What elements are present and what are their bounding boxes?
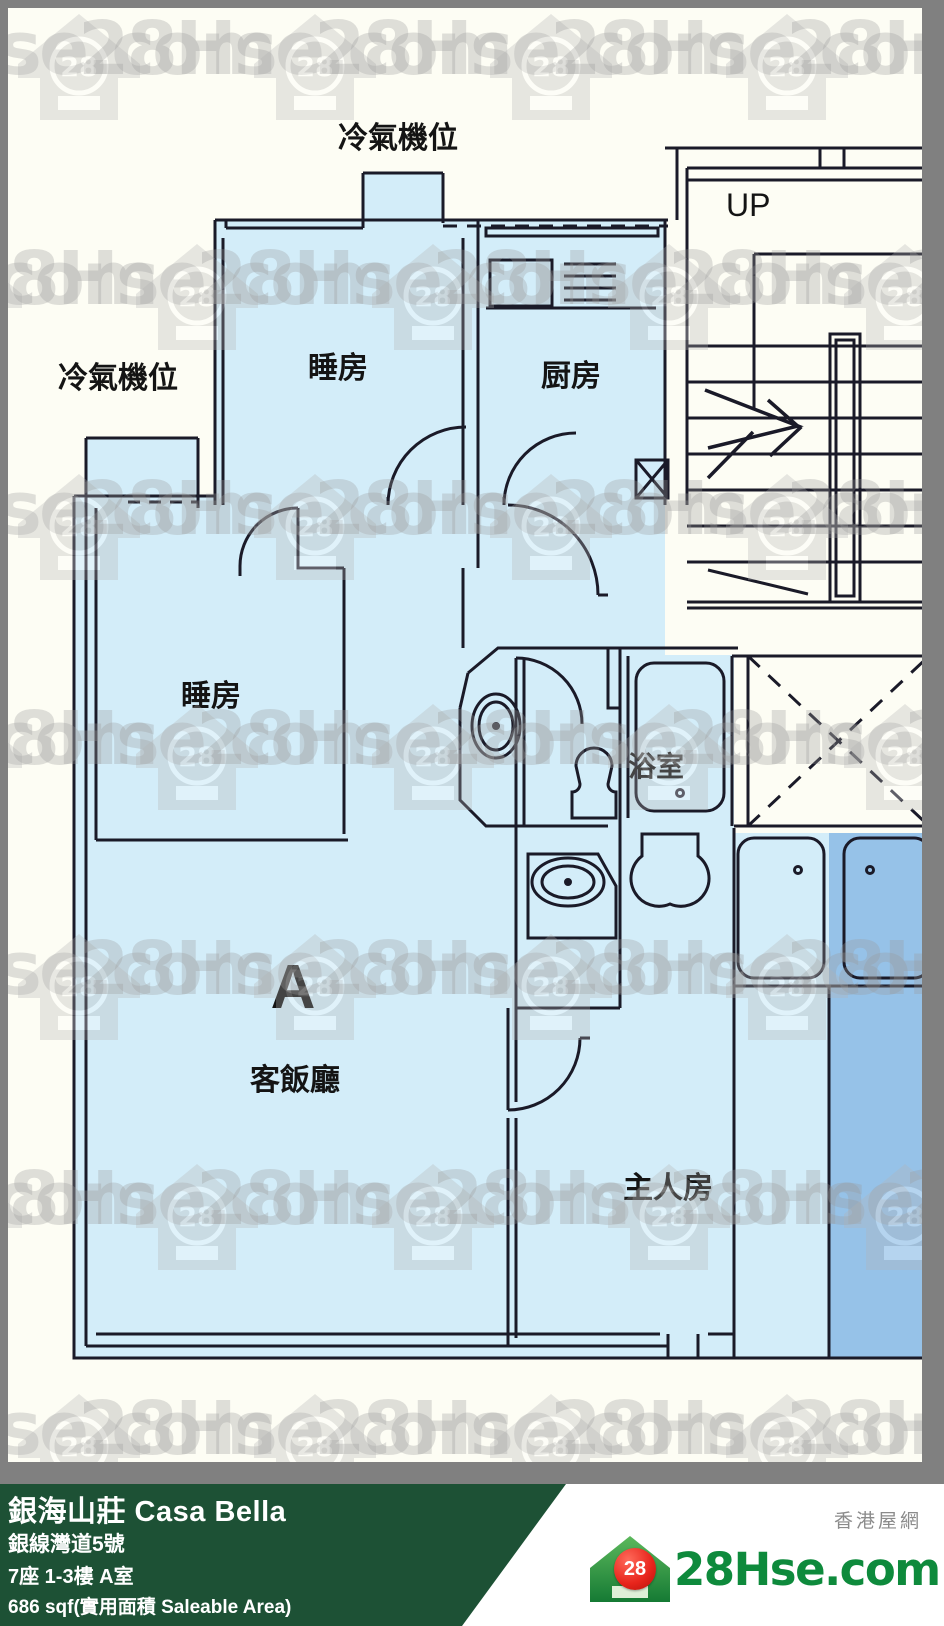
property-area: 686 sqf(實用面積 Saleable Area) xyxy=(8,1597,292,1618)
floor-plan-svg: 冷氣機位 冷氣機位 睡房 厨房 UP 睡房 浴室 A 客飯廳 主人房 xyxy=(58,121,922,1360)
label-living-dining: 客飯廳 xyxy=(250,1063,340,1098)
frame-right-border xyxy=(922,0,944,1484)
wall-lines xyxy=(72,146,922,1360)
plan-voids xyxy=(665,148,922,833)
label-stairs-up: UP xyxy=(726,187,770,223)
property-title: 銀海山莊 Casa Bella xyxy=(8,1496,287,1528)
logo-wordmark: 28Hse.com xyxy=(674,1542,941,1596)
frame-bottom-border xyxy=(0,1462,944,1484)
property-address: 銀線灣道5號 xyxy=(8,1533,125,1556)
footer-bar: 銀海山莊 Casa Bella 銀線灣道5號 7座 1-3樓 A室 686 sq… xyxy=(0,1484,944,1626)
label-bathroom: 浴室 xyxy=(628,750,684,783)
site-logo[interactable]: 香港屋網 28 28Hse.com xyxy=(588,1500,944,1620)
label-bedroom-top: 睡房 xyxy=(308,351,368,386)
property-unit: 7座 1-3樓 A室 xyxy=(8,1566,134,1588)
unit-letter: A xyxy=(271,953,316,1022)
floor-plan-drawing: 冷氣機位 冷氣機位 睡房 厨房 UP 睡房 浴室 A 客飯廳 主人房 xyxy=(8,8,922,1462)
footer-green-panel xyxy=(0,1484,566,1626)
label-bedroom-left: 睡房 xyxy=(181,679,241,714)
label-kitchen: 厨房 xyxy=(541,359,601,394)
logo-chinese-name: 香港屋網 xyxy=(833,1511,922,1532)
logo-badge-28: 28 xyxy=(614,1548,656,1590)
unit-fill-group xyxy=(74,173,829,1358)
label-master-bedroom: 主人房 xyxy=(623,1171,713,1206)
frame-left-border xyxy=(0,0,8,1484)
frame-top-border xyxy=(0,0,944,8)
label-ac-top: 冷氣機位 xyxy=(338,121,458,156)
label-ac-left: 冷氣機位 xyxy=(58,361,178,396)
